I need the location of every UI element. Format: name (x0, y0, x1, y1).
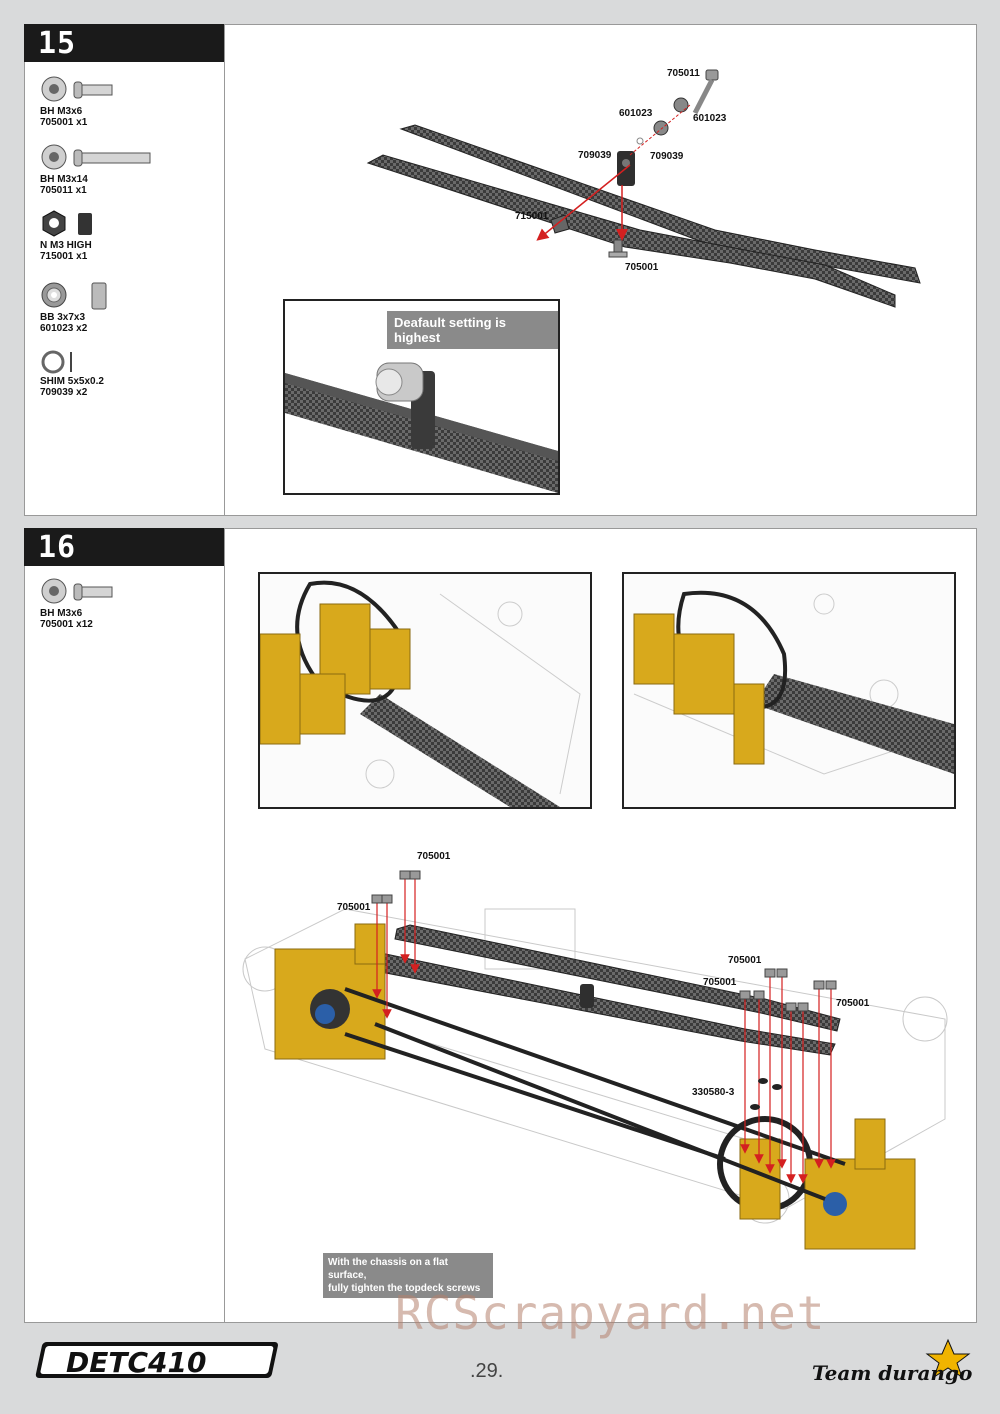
callout-705001: 705001 (728, 955, 762, 966)
part-name: BH M3x14 (40, 174, 88, 185)
part-name: BB 3x7x3 (40, 312, 86, 323)
callout-705001: 705001 (625, 262, 659, 273)
front-bulkhead-detail-illustration (260, 574, 590, 807)
screw-drop-arrows (372, 879, 836, 1184)
detc410-logo-icon: DETC410 (35, 1342, 278, 1379)
model-logo: DETC410 (30, 1336, 280, 1391)
model-logo-text: DETC410 (66, 1346, 206, 1379)
part-name: SHIM 5x5x0.2 (40, 376, 104, 387)
screw-705011-icon (692, 69, 719, 115)
part-code: 709039 x2 (40, 387, 88, 398)
step16-detail-inset-right (622, 572, 956, 809)
step15-parts-sidebar (24, 24, 226, 516)
topdeck-plate (364, 924, 841, 1056)
step15-header: 15 (24, 24, 224, 62)
shim-icon (41, 350, 72, 374)
part-bh-m3x6: BH M3x6 705001 x1 (40, 74, 130, 128)
ball-bearing-icon (41, 282, 107, 310)
screw-bh-m3x6-icon (41, 578, 113, 604)
screw-bh-m3x14-icon (41, 144, 151, 170)
part-code: 705001 x1 (40, 117, 88, 128)
step16-number: 16 (38, 530, 77, 565)
drive-belt (344, 987, 846, 1201)
nut-715001-icon (550, 214, 570, 234)
part-nut-m3-high: N M3 HIGH 715001 x1 (40, 208, 130, 262)
rear-bulkhead (717, 1116, 916, 1250)
default-setting-note: Deafault setting is highest (387, 311, 558, 349)
part-shim: SHIM 5x5x0.2 709039 x2 (40, 350, 130, 398)
rear-bulkhead-detail-illustration (624, 574, 954, 807)
watermark: RCScrapyard.net (395, 1286, 826, 1340)
flat-surface-note: With the chassis on a flat surface, full… (323, 1253, 493, 1298)
callout-601023: 601023 (619, 108, 653, 119)
callout-601023: 601023 (693, 113, 727, 124)
step16-detail-inset-left (258, 572, 592, 809)
screw-heads (371, 870, 837, 1012)
page-number: .29. (470, 1360, 504, 1382)
camber-post-detail-illustration (285, 362, 558, 493)
note-line: fully tighten the topdeck screws (328, 1283, 481, 1294)
part-code: 715001 x1 (40, 251, 88, 262)
step16-diagram-panel: 705001 705001 705001 705001 705001 33058… (224, 528, 977, 1323)
step15-detail-inset: Deafault setting is highest (283, 299, 560, 495)
step16-header: 16 (24, 528, 224, 566)
step16-parts-sidebar (24, 528, 226, 1323)
part-bh-m3x14: BH M3x14 705011 x1 (40, 142, 160, 196)
callout-709039: 709039 (650, 151, 684, 162)
part-name: N M3 HIGH (40, 240, 92, 251)
spacer-330580-3-icons (750, 1078, 782, 1110)
note-line: With the chassis on a flat surface, (328, 1257, 448, 1281)
part-bh-m3x6: BH M3x6 705001 x12 (40, 576, 130, 630)
step16-assembly-diagram (242, 870, 948, 1250)
callout-715001: 715001 (515, 211, 549, 222)
callout-705001: 705001 (836, 998, 870, 1009)
part-name: BH M3x6 (40, 106, 83, 117)
part-name: BH M3x6 (40, 608, 83, 619)
callout-705001: 705001 (703, 977, 737, 988)
callout-705001: 705001 (337, 902, 371, 913)
bearing-601023-icon (673, 97, 689, 113)
topdeck-plate (366, 124, 921, 308)
step15-diagram-panel: 705011 601023 601023 709039 709039 71500… (224, 24, 977, 516)
callout-330580-3: 330580-3 (692, 1087, 735, 1098)
brand-text: Team durango (812, 1361, 972, 1385)
team-durango-logo: Team durango (808, 1336, 978, 1397)
team-durango-logo-icon: Team durango (812, 1338, 972, 1385)
callout-705011: 705011 (667, 68, 700, 79)
part-code: 705001 x12 (40, 619, 93, 630)
part-code: 601023 x2 (40, 323, 88, 334)
bearing-601023-icon (653, 120, 669, 136)
nut-m3-icon (42, 210, 92, 237)
screw-bh-m3x6-icon (41, 76, 113, 102)
step15-number: 15 (38, 26, 77, 61)
front-bulkhead (274, 923, 386, 1060)
callout-705001: 705001 (417, 851, 451, 862)
step15-topdeck-diagram (366, 69, 921, 308)
assembly-arrow (536, 164, 631, 241)
part-bearing: BB 3x7x3 601023 x2 (40, 280, 130, 334)
camber-post-icon (580, 984, 594, 1008)
callout-709039: 709039 (578, 150, 612, 161)
part-code: 705011 x1 (40, 185, 87, 196)
shim-709039-icon (636, 137, 644, 145)
assembly-guide (629, 104, 691, 156)
